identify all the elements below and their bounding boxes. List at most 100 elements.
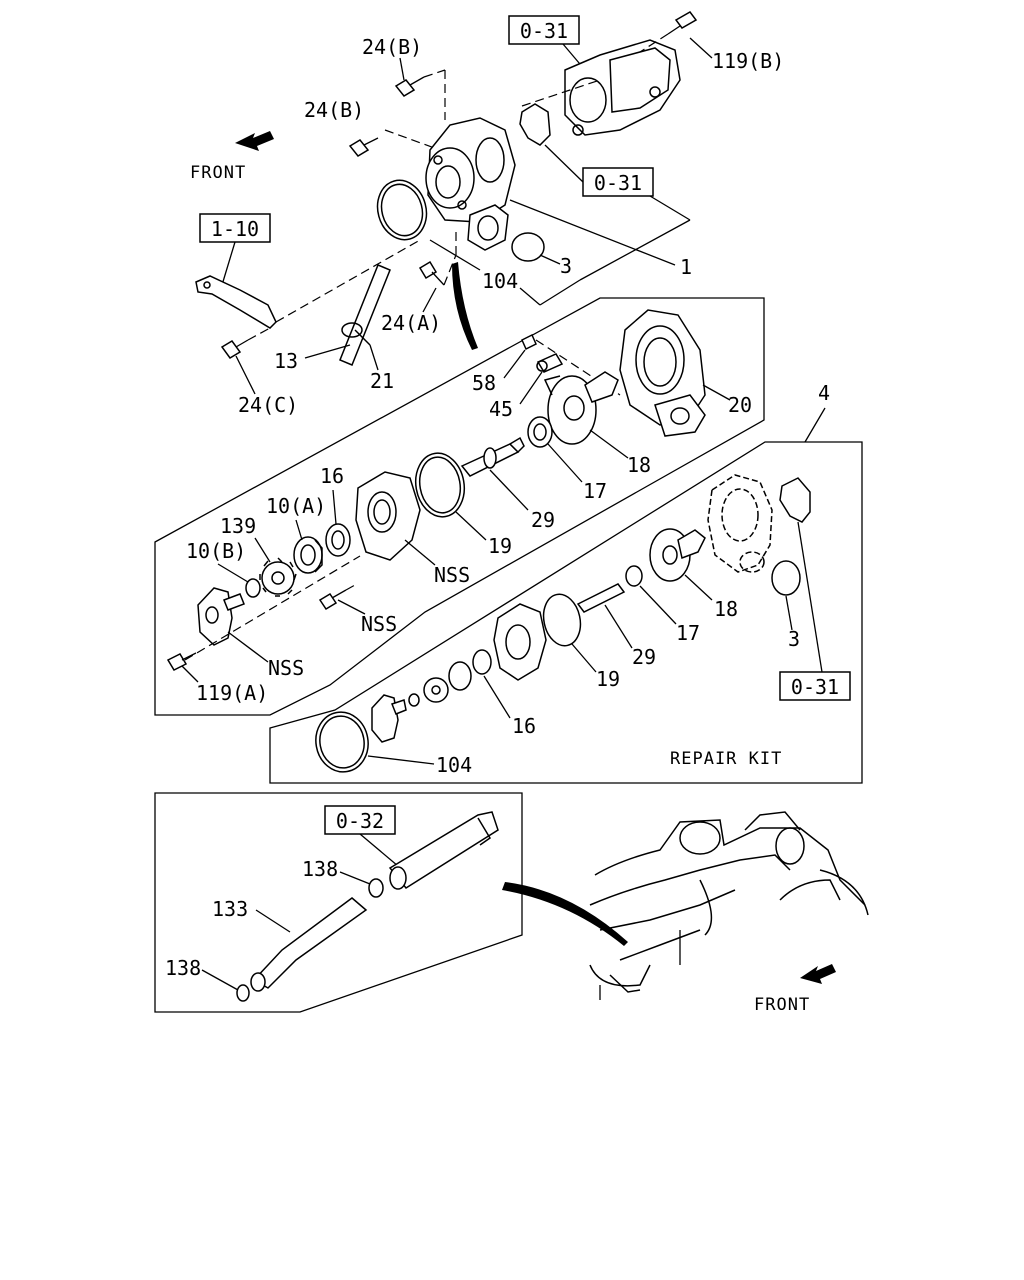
label-45: 45 xyxy=(489,397,513,421)
ref-label-0-31-top: 0-31 xyxy=(520,19,568,43)
bolt-24c xyxy=(220,327,271,359)
ref-label-1-10: 1-10 xyxy=(211,217,259,241)
metal-pipe-0-32 xyxy=(388,811,499,890)
kit-seal-17 xyxy=(625,565,643,587)
repair-kit: 4 0-31 3 18 17 29 xyxy=(269,381,863,784)
ref-label-0-31-mid: 0-31 xyxy=(594,171,642,195)
o-ring-19-exploded xyxy=(414,452,466,518)
label-24c: 24(C) xyxy=(238,393,298,417)
front-arrow-icon xyxy=(235,131,274,151)
clip-21 xyxy=(341,322,363,338)
shaft-29 xyxy=(460,436,525,477)
label-139: 139 xyxy=(220,514,256,538)
seal-17 xyxy=(527,416,553,448)
repair-kit-label: REPAIR KIT xyxy=(670,749,782,769)
pipe-13 xyxy=(339,264,391,366)
exploded-view: 20 58 45 18 17 xyxy=(154,297,765,716)
label-16-kit: 16 xyxy=(512,714,536,738)
gasket-0-31 xyxy=(519,103,551,146)
pointer-arrow-bottom xyxy=(502,882,628,946)
label-13: 13 xyxy=(274,349,298,373)
label-104-top: 104 xyxy=(482,269,518,293)
water-pump-assembly xyxy=(425,117,516,251)
label-17-kit: 17 xyxy=(676,621,700,645)
bolt-119b xyxy=(639,11,698,53)
label-133: 133 xyxy=(212,897,248,921)
housing-20 xyxy=(619,309,706,437)
bearing-housing-nss xyxy=(355,471,421,561)
bolt-119a xyxy=(166,652,197,671)
kit-washer xyxy=(408,693,420,707)
label-138-upper: 138 xyxy=(302,857,338,881)
label-16-exploded: 16 xyxy=(320,464,344,488)
o-ring-3-top xyxy=(511,232,545,262)
label-nss-1: NSS xyxy=(434,563,470,587)
engine-piping xyxy=(589,811,869,1000)
clamp-138-lower xyxy=(236,984,250,1002)
bearing-16 xyxy=(325,523,351,557)
label-138-lower: 138 xyxy=(165,956,201,980)
label-3-top: 3 xyxy=(560,254,572,278)
hose-133 xyxy=(252,897,368,989)
label-10a: 10(A) xyxy=(266,494,326,518)
top-assembly: 0-31 119(B) 0-31 24(B xyxy=(190,11,784,417)
label-24a: 24(A) xyxy=(381,311,441,335)
bolt-24a xyxy=(418,230,457,286)
front-arrow-icon-bottom xyxy=(800,964,836,984)
front-label-top: FRONT xyxy=(190,163,246,183)
kit-o-ring-104 xyxy=(315,711,369,773)
kit-cover xyxy=(371,694,407,743)
label-29-exploded: 29 xyxy=(531,508,555,532)
clamp-138-upper xyxy=(368,878,384,898)
ref-label-0-31-kit: 0-31 xyxy=(791,675,839,699)
kit-bearing-16 xyxy=(472,649,492,675)
label-58: 58 xyxy=(472,371,496,395)
repair-kit-frame xyxy=(269,441,863,784)
label-18-kit: 18 xyxy=(714,597,738,621)
label-3-kit: 3 xyxy=(788,627,800,651)
ref-box-0-31-mid[interactable] xyxy=(582,167,654,197)
kit-bearing xyxy=(448,661,472,691)
hose-section: 0-32 138 133 138 xyxy=(154,792,628,1013)
front-label-bottom: FRONT xyxy=(754,995,810,1015)
ref-box-0-31-kit[interactable] xyxy=(779,671,851,701)
kit-gear xyxy=(423,677,449,703)
kit-impeller-18 xyxy=(649,528,706,582)
ref-label-0-32: 0-32 xyxy=(336,809,384,833)
kit-o-ring-3 xyxy=(771,560,801,596)
label-nss-2: NSS xyxy=(361,612,397,636)
plug-58 xyxy=(521,333,537,351)
bolt-nss xyxy=(318,584,356,611)
o-ring-104-top xyxy=(376,179,428,241)
label-10b: 10(B) xyxy=(186,539,246,563)
label-24b-upper: 24(B) xyxy=(362,35,422,59)
gear-139 xyxy=(259,557,297,597)
washer-10b xyxy=(245,578,261,598)
label-20: 20 xyxy=(728,393,752,417)
label-19-kit: 19 xyxy=(596,667,620,691)
thermostat-housing xyxy=(564,39,681,136)
bracket-1-10 xyxy=(195,275,277,329)
hose-section-frame xyxy=(154,792,523,1013)
ref-box-0-31-top[interactable] xyxy=(508,15,580,45)
kit-o-ring-19 xyxy=(542,593,582,647)
ref-box-1-10[interactable] xyxy=(199,213,271,243)
kit-housing xyxy=(707,474,773,573)
label-4: 4 xyxy=(818,381,830,405)
label-104-kit: 104 xyxy=(436,753,472,777)
kit-shaft-29 xyxy=(576,583,626,613)
cover-nss xyxy=(197,587,245,646)
label-17-exploded: 17 xyxy=(583,479,607,503)
bearing-10a xyxy=(293,536,323,574)
pointer-arrow-top xyxy=(452,262,478,350)
label-119a: 119(A) xyxy=(196,681,268,705)
plug-45 xyxy=(536,353,564,373)
label-21: 21 xyxy=(370,369,394,393)
kit-gasket-0-31 xyxy=(779,477,811,523)
bolt-24b-lower xyxy=(348,129,441,157)
exploded-view-frame xyxy=(154,297,765,716)
label-119b: 119(B) xyxy=(712,49,784,73)
label-1: 1 xyxy=(680,255,692,279)
kit-bearing-housing xyxy=(493,603,547,681)
